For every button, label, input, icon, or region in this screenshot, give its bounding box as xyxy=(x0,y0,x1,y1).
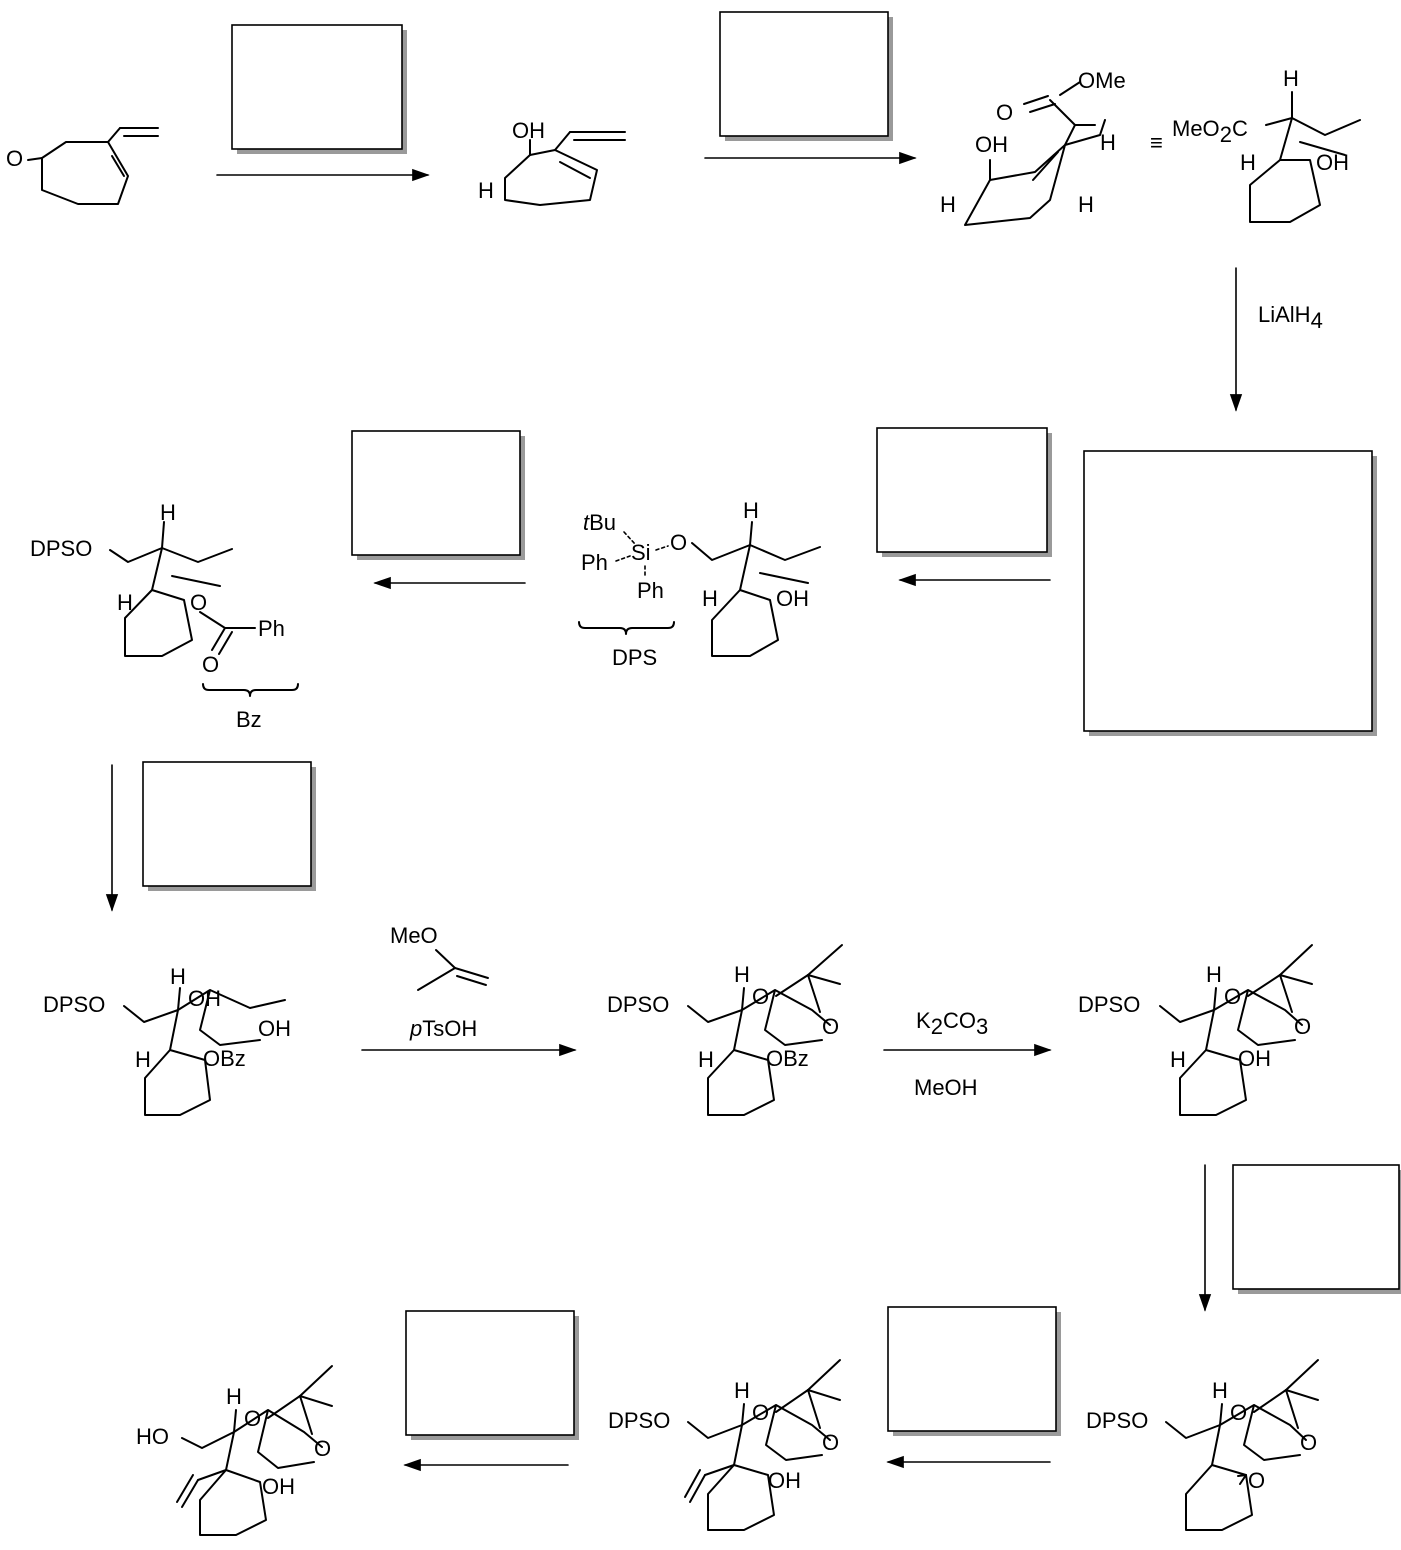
ph-label-3: Ph xyxy=(258,616,285,641)
obz-label-1: OBz xyxy=(203,1046,246,1071)
h-label-19: H xyxy=(226,1384,242,1409)
h-label-5: H xyxy=(1283,66,1299,91)
h-label-11: H xyxy=(170,964,186,989)
reagent-lialh4: LiAlH4 xyxy=(1258,302,1323,333)
reagent-box-step2 xyxy=(719,11,893,141)
h-label-6: H xyxy=(1240,150,1256,175)
compound-diol-benzoate: DPSO H OH OH H OBz xyxy=(43,964,291,1116)
reagent-k2co3: K2CO3 xyxy=(916,1008,988,1039)
h-label-14: H xyxy=(698,1047,714,1072)
reagent-box-step6 xyxy=(351,430,525,560)
ester-o-label: O xyxy=(190,590,207,615)
oh-label-3: OH xyxy=(1316,150,1349,175)
oh-label-5: OH xyxy=(188,986,221,1011)
silyl-o-label: O xyxy=(670,530,687,555)
compound-acetonide-ketone: DPSO H O O O xyxy=(1086,1359,1319,1531)
si-label: Si xyxy=(631,540,651,565)
obz-label-2: OBz xyxy=(766,1046,809,1071)
bz-group-label: Bz xyxy=(236,707,262,732)
h-label-16: H xyxy=(1170,1047,1186,1072)
meo-label: MeO xyxy=(390,923,438,948)
oh-label-2: OH xyxy=(975,132,1008,157)
ho-label: HO xyxy=(136,1424,169,1449)
compound-dps-alcohol: tBu Ph Si Ph O H H OH DPS xyxy=(578,498,821,670)
compound-acetonide-alcohol: DPSO H O O H OH xyxy=(1078,944,1313,1116)
reagent-box-step10 xyxy=(887,1306,1061,1436)
acetal-o-label-9: O xyxy=(244,1406,261,1431)
compound-vinyl-cyclohexenone: O xyxy=(6,127,159,205)
dpso-label-3: DPSO xyxy=(607,992,669,1017)
reagent-box-step1 xyxy=(231,24,407,154)
dps-group-label: DPS xyxy=(612,645,657,670)
compound-benzoate: DPSO H H O Ph O Bz xyxy=(30,500,299,732)
reagent-box-step9 xyxy=(1232,1164,1401,1294)
acetal-o-label-1: O xyxy=(752,984,769,1009)
acetal-o-label-7: O xyxy=(752,1400,769,1425)
h-label-15: H xyxy=(1206,962,1222,987)
ph-label-2: Ph xyxy=(637,578,664,603)
reagent-box-step4 xyxy=(1083,450,1377,736)
dpso-label-6: DPSO xyxy=(608,1408,670,1433)
reagent-box-step11 xyxy=(405,1310,579,1440)
h-label-7: H xyxy=(743,498,759,523)
reagent-box-step5 xyxy=(876,427,1052,557)
compound-final-diol: HO H O O OH xyxy=(136,1365,333,1536)
acetal-o-label-6: O xyxy=(1300,1430,1317,1455)
dpso-label-2: DPSO xyxy=(43,992,105,1017)
h-label-9: H xyxy=(160,500,176,525)
h-label: H xyxy=(478,178,494,203)
ketone-o-label-2: O xyxy=(1248,1468,1265,1493)
oh-label: OH xyxy=(512,118,545,143)
acetal-o-label-8: O xyxy=(822,1430,839,1455)
compound-vinyl-alcohol-dps: DPSO H O O OH xyxy=(608,1359,841,1531)
acetal-o-label-5: O xyxy=(1230,1400,1247,1425)
dpso-label-1: DPSO xyxy=(30,536,92,561)
acetal-o-label-10: O xyxy=(314,1436,331,1461)
reagent-meoh: MeOH xyxy=(914,1075,978,1100)
oh-label-8: OH xyxy=(768,1468,801,1493)
oh-label-9: OH xyxy=(262,1474,295,1499)
h-label-3: H xyxy=(1100,130,1116,155)
compound-bicyclic-ester: OMe O OH H H H ≡ MeO2C H H OH xyxy=(940,66,1361,226)
ketone-o-label: O xyxy=(6,146,23,171)
dpso-label-5: DPSO xyxy=(1086,1408,1148,1433)
compound-allylic-alcohol: OH H xyxy=(478,118,626,206)
equivalence-sign: ≡ xyxy=(1150,130,1163,155)
compound-acetonide-benzoate: DPSO H O O H OBz xyxy=(607,944,843,1116)
carbonyl-o-label: O xyxy=(996,100,1013,125)
h-label-17: H xyxy=(1212,1378,1228,1403)
carbonyl-o-label-2: O xyxy=(202,652,219,677)
h-label-8: H xyxy=(702,586,718,611)
tbu-label: tBu xyxy=(583,510,616,535)
dpso-label-4: DPSO xyxy=(1078,992,1140,1017)
oh-label-7: OH xyxy=(1238,1046,1271,1071)
h-label-10: H xyxy=(117,590,133,615)
h-label-4: H xyxy=(1078,192,1094,217)
h-label-12: H xyxy=(135,1047,151,1072)
ome-label: OMe xyxy=(1078,68,1126,93)
acetal-o-label-2: O xyxy=(822,1014,839,1039)
oh-label-6: OH xyxy=(258,1016,291,1041)
h-label-18: H xyxy=(734,1378,750,1403)
acetal-o-label-4: O xyxy=(1294,1014,1311,1039)
oh-label-4: OH xyxy=(776,586,809,611)
reagent-box-step7 xyxy=(142,761,316,891)
acetal-o-label-3: O xyxy=(1224,984,1241,1009)
h-label-13: H xyxy=(734,962,750,987)
reagent-methoxypropene: MeO xyxy=(390,923,489,991)
meo2c-label: MeO2C xyxy=(1172,116,1248,147)
ph-label-1: Ph xyxy=(581,550,608,575)
h-label-2: H xyxy=(940,192,956,217)
reagent-ptsoh: pTsOH xyxy=(409,1016,477,1041)
